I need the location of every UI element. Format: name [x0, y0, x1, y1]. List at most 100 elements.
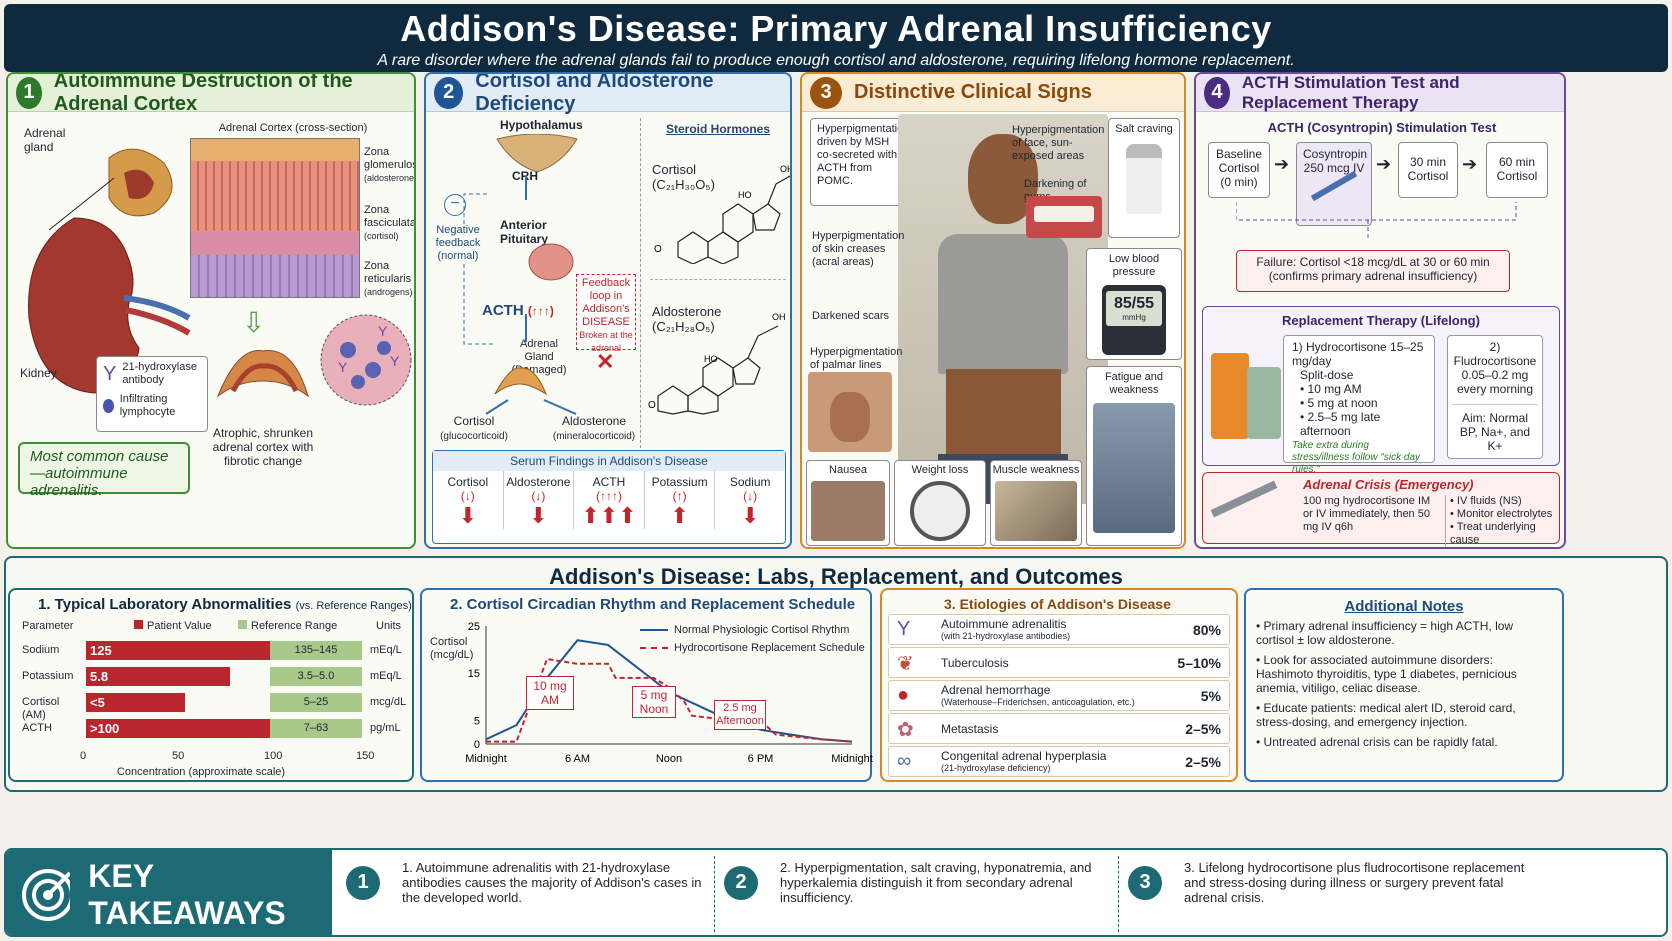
nausea-photo [811, 481, 885, 541]
etiology-title: 3. Etiologies of Addison's Disease [944, 596, 1171, 612]
serum-dir: (↓) [531, 489, 546, 503]
lab-reference-bar: 3.5–5.0 [270, 667, 362, 686]
zone-glomerulosa-sub: (aldosterone) [364, 173, 416, 183]
test-connector [1236, 202, 1517, 238]
arrow-down-icon: ⬇ [740, 503, 760, 528]
serum-name: Aldosterone [506, 475, 571, 489]
antibody-icon: Y [897, 618, 911, 640]
aldosterone-formula: Aldosterone (C₂₁H₂₈O₅) [652, 304, 722, 334]
serum-name: Sodium [729, 475, 771, 489]
etiology-name: Adrenal hemorrhage [941, 683, 1051, 697]
etiology-pct: 5% [1200, 688, 1221, 704]
palmar-label: Hyperpigmentation of palmar lines [810, 346, 903, 371]
etiology-row: ●Adrenal hemorrhage(Waterhouse–Friderich… [888, 680, 1230, 711]
lab-patient-bar: 125 [86, 641, 270, 660]
broken-text: Broken at the adrenal [579, 330, 633, 353]
fludro-title: 2) Fludrocortisone 0.05–0.2 mg every mor… [1453, 340, 1537, 396]
hydrocortisone-box: 1) Hydrocortisone 15–25 mg/day Split-dos… [1283, 335, 1435, 475]
fatigue-photo [1093, 403, 1175, 533]
col-units: Units [376, 620, 402, 632]
cortex-title: Adrenal Cortex (cross-section) [218, 122, 368, 134]
labs-title: 1. Typical Laboratory Abnormalities (vs.… [38, 596, 412, 613]
lab-param: Cortisol (AM) [22, 696, 60, 721]
key-takeaways: KEY TAKEAWAYS 1 1. Autoimmune adrenaliti… [4, 848, 1668, 937]
panel-acth-test: 4 ACTH Stimulation Test and Replacement … [1194, 72, 1566, 549]
svg-text:O: O [648, 400, 656, 411]
etiology-name: Autoimmune adrenalitis [941, 617, 1067, 631]
adrenal-gland-label: Adrenal Gland (Damaged) [511, 338, 567, 376]
panel-3-header: 3 Distinctive Clinical Signs [802, 74, 1184, 112]
legend-antibody-label: 21-hydroxylase antibody [122, 361, 197, 386]
labs-title-sub: (vs. Reference Ranges) [295, 600, 412, 612]
legend-ref: Reference Range [238, 620, 337, 633]
lab-param: Sodium [22, 644, 60, 656]
rhythm-ylabel: Cortisol (mcg/dL) [430, 636, 474, 661]
svg-text:HO: HO [704, 354, 718, 364]
annotation-5mg: 5 mg Noon [632, 686, 676, 718]
legend-lymphocyte-label: Infiltrating lymphocyte [119, 393, 176, 418]
divider [1118, 856, 1119, 932]
serum-findings-box: Serum Findings in Addison's Disease Cort… [432, 450, 786, 544]
test-step-cosyntropin: Cosyntropin 250 mcg IV [1296, 142, 1372, 226]
panel-3-number: 3 [810, 76, 842, 109]
steroid-title: Steroid Hormones [665, 122, 770, 136]
acth-arrows: (↑↑↑) [527, 304, 554, 318]
annotation-2-5mg: 2.5 mg Afternoon [714, 700, 766, 730]
note-item: • Look for associated autoimmune disorde… [1256, 653, 1517, 695]
zone-fasciculata-name: Zona fasciculata [364, 204, 416, 229]
atrophic-cortex-illustration [216, 350, 309, 398]
zone-glomerulosa-name: Zona glomerulosa [364, 146, 414, 171]
y-tick-label: 0 [474, 739, 480, 751]
atrophic-label: Atrophic, shrunken adrenal cortex with f… [212, 426, 314, 468]
panel-4-number: 4 [1204, 76, 1230, 109]
note-item: • Untreated adrenal crisis can be rapidl… [1256, 735, 1498, 749]
serum-dir: (↑) [672, 489, 687, 503]
hydro-item-text: 2.5–5 mg late afternoon [1300, 410, 1381, 438]
lab-reference-bar: 135–145 [270, 641, 362, 660]
zone-reticularis-name: Zona reticularis [364, 260, 412, 285]
patient-abdomen [946, 369, 1061, 459]
cortisol-output-sub: (glucocorticoid) [440, 431, 508, 442]
labs-chart-panel: 1. Typical Laboratory Abnormalities (vs.… [8, 588, 414, 782]
arrow-up-icon: ⬆⬆⬆ [581, 503, 637, 528]
lab-reference-bar: 7–63 [270, 719, 362, 738]
labs-tick: 0 [80, 750, 87, 762]
lab-unit: pg/mL [370, 722, 401, 734]
crisis-text: 100 mg hydrocortisone IM or IV immediate… [1303, 495, 1431, 533]
y-tick-label: 15 [468, 668, 480, 680]
legend-patient-label: Patient Value [147, 620, 212, 632]
crisis-item-text: Monitor electrolytes [1456, 508, 1553, 520]
etiology-sub: (Waterhouse–Friderichsen, anticoagulatio… [941, 697, 1135, 707]
acth-label: ACTH (↑↑↑) [482, 302, 554, 319]
arrow-right-icon: ➔ [1376, 154, 1392, 174]
feedback-loop-text: Feedback loop in Addison's DISEASE [581, 277, 631, 328]
hydro-note: Take extra during stress/illness follow … [1292, 440, 1421, 475]
section-2-title: Addison's Disease: Labs, Replacement, an… [549, 564, 1123, 589]
legend-solid-line [640, 629, 668, 632]
svg-text:OH: OH [772, 312, 786, 322]
serum-name: Potassium [651, 475, 708, 489]
etiology-pct: 2–5% [1185, 721, 1221, 737]
adrenal-gland-label: Adrenal gland [24, 126, 66, 154]
hypothalamus-illustration [496, 134, 578, 173]
page-title: Addison's Disease: Primary Adrenal Insuf… [400, 8, 1272, 49]
acth-text: ACTH [482, 302, 524, 319]
labs-xlabel: Concentration (approximate scale) [116, 766, 286, 778]
therapy-box: Replacement Therapy (Lifelong) 1) Hydroc… [1202, 306, 1560, 475]
takeaway-2: 2 2. Hyperpigmentation, salt craving, hy… [724, 860, 1104, 905]
lab-param: Potassium [22, 670, 74, 682]
zone-fasciculata: Zona fasciculata(cortisol) [364, 204, 416, 243]
x-tick-label: Noon [656, 753, 682, 765]
hydro-split: Split-dose [1300, 368, 1354, 382]
test-failure-note: Failure: Cortisol <18 mcg/dL at 30 or 60… [1236, 250, 1510, 292]
serum-name: Cortisol [447, 475, 489, 489]
syringe-icon [1310, 170, 1358, 202]
lab-patient-bar: <5 [86, 693, 186, 712]
weight-label: Weight loss [911, 464, 969, 476]
svg-text:OH: OH [780, 164, 792, 174]
legend-ref-swatch [238, 620, 247, 629]
